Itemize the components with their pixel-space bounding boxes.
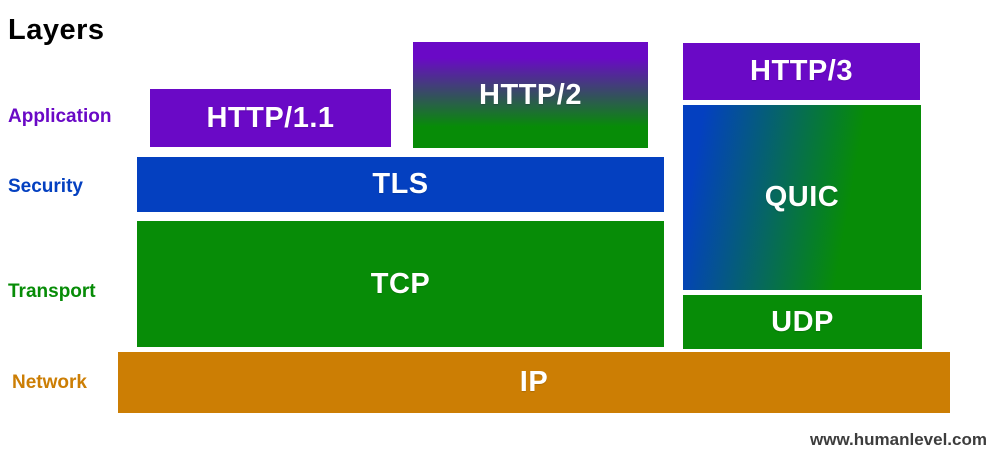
row-label-transport: Transport: [8, 281, 96, 302]
box-http2-label: HTTP/2: [479, 78, 582, 111]
row-label-application: Application: [8, 106, 112, 127]
box-udp-label: UDP: [771, 305, 834, 338]
box-ip: IP: [118, 352, 950, 413]
box-tls-label: TLS: [372, 168, 429, 200]
box-http2: HTTP/2: [413, 42, 648, 148]
box-tls: TLS: [137, 157, 664, 212]
box-http3-label: HTTP/3: [750, 55, 853, 87]
box-http1-1: HTTP/1.1: [150, 89, 391, 147]
box-quic: QUIC: [683, 105, 921, 290]
box-udp: UDP: [683, 295, 922, 349]
box-http1-1-label: HTTP/1.1: [206, 101, 335, 134]
box-quic-label: QUIC: [764, 181, 840, 213]
diagram-title: Layers: [8, 14, 105, 46]
box-tcp: TCP: [137, 221, 664, 347]
row-label-network: Network: [12, 372, 87, 393]
box-http3: HTTP/3: [683, 43, 920, 100]
row-label-security: Security: [8, 176, 83, 197]
watermark: www.humanlevel.com: [810, 430, 987, 449]
box-ip-label: IP: [519, 366, 549, 398]
box-tcp-label: TCP: [370, 267, 431, 300]
